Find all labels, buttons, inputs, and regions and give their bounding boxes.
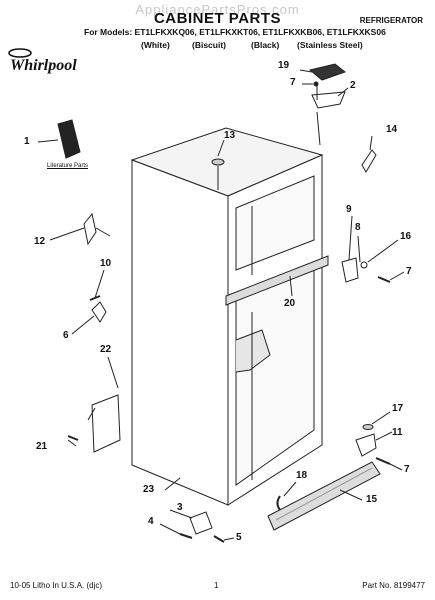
bottom-hinge xyxy=(355,433,377,457)
screw-21 xyxy=(67,435,79,441)
appliance-type-label: REFRIGERATOR xyxy=(359,16,423,25)
brand-name: Whirlpool xyxy=(10,57,77,74)
footer-page: 1 xyxy=(214,581,219,590)
cabinet-left-side xyxy=(131,159,229,506)
callout-11: 11 xyxy=(392,427,403,438)
callout-1: 1 xyxy=(24,136,30,147)
color-biscuit: (Biscuit) xyxy=(192,40,226,50)
toe-bracket xyxy=(91,394,121,453)
callout-12: 12 xyxy=(34,236,46,247)
literature-parts-label: Literature Parts xyxy=(47,163,89,169)
callout-7-mid: 7 xyxy=(406,266,412,277)
leveling-bracket xyxy=(189,511,213,535)
color-black: (Black) xyxy=(251,40,280,50)
callout-21: 21 xyxy=(36,441,48,452)
callout-4: 4 xyxy=(148,516,154,527)
liner-shelf xyxy=(235,329,271,373)
callout-9: 9 xyxy=(346,204,352,215)
watermark-text: AppliancePartsPros.com xyxy=(135,2,300,17)
color-white: (White) xyxy=(141,40,170,50)
freezer-opening xyxy=(235,175,315,271)
bumper xyxy=(211,158,225,166)
callout-18: 18 xyxy=(296,470,308,481)
wire-clip xyxy=(361,149,377,173)
models-line: For Models: ET1LFKXKQ06, ET1LFKXKT06, ET… xyxy=(84,27,386,37)
bracket-6 xyxy=(91,301,107,323)
callout-22: 22 xyxy=(100,344,112,355)
callout-17: 17 xyxy=(392,403,404,414)
callout-23: 23 xyxy=(143,484,155,495)
color-stainless: (Stainless Steel) xyxy=(297,40,363,50)
callout-8: 8 xyxy=(355,222,361,233)
whirlpool-logo: Whirlpool xyxy=(8,48,77,74)
callout-7-top: 7 xyxy=(290,77,296,88)
top-hinge xyxy=(311,91,346,109)
callout-16: 16 xyxy=(400,231,412,242)
callout-20: 20 xyxy=(284,298,296,309)
top-hinge-cover xyxy=(308,63,347,81)
footer-part-no: Part No. 8199477 xyxy=(362,581,425,590)
callout-14: 14 xyxy=(386,124,398,135)
callout-7-bottom: 7 xyxy=(404,464,410,475)
center-mullion xyxy=(225,255,329,306)
callout-15: 15 xyxy=(366,494,378,505)
callout-3: 3 xyxy=(177,502,183,513)
callout-13: 13 xyxy=(224,130,236,141)
page-title: CABINET PARTS xyxy=(153,10,282,27)
callout-2: 2 xyxy=(350,80,356,91)
footer-litho: 10-05 Litho In U.S.A. (djc) xyxy=(10,581,103,590)
callout-10: 10 xyxy=(100,258,112,269)
callout-5: 5 xyxy=(236,532,242,543)
callout-6: 6 xyxy=(63,330,69,341)
literature-book xyxy=(57,119,81,159)
door-stop xyxy=(83,212,97,246)
callout-19: 19 xyxy=(278,60,290,71)
center-hinge xyxy=(341,257,359,283)
